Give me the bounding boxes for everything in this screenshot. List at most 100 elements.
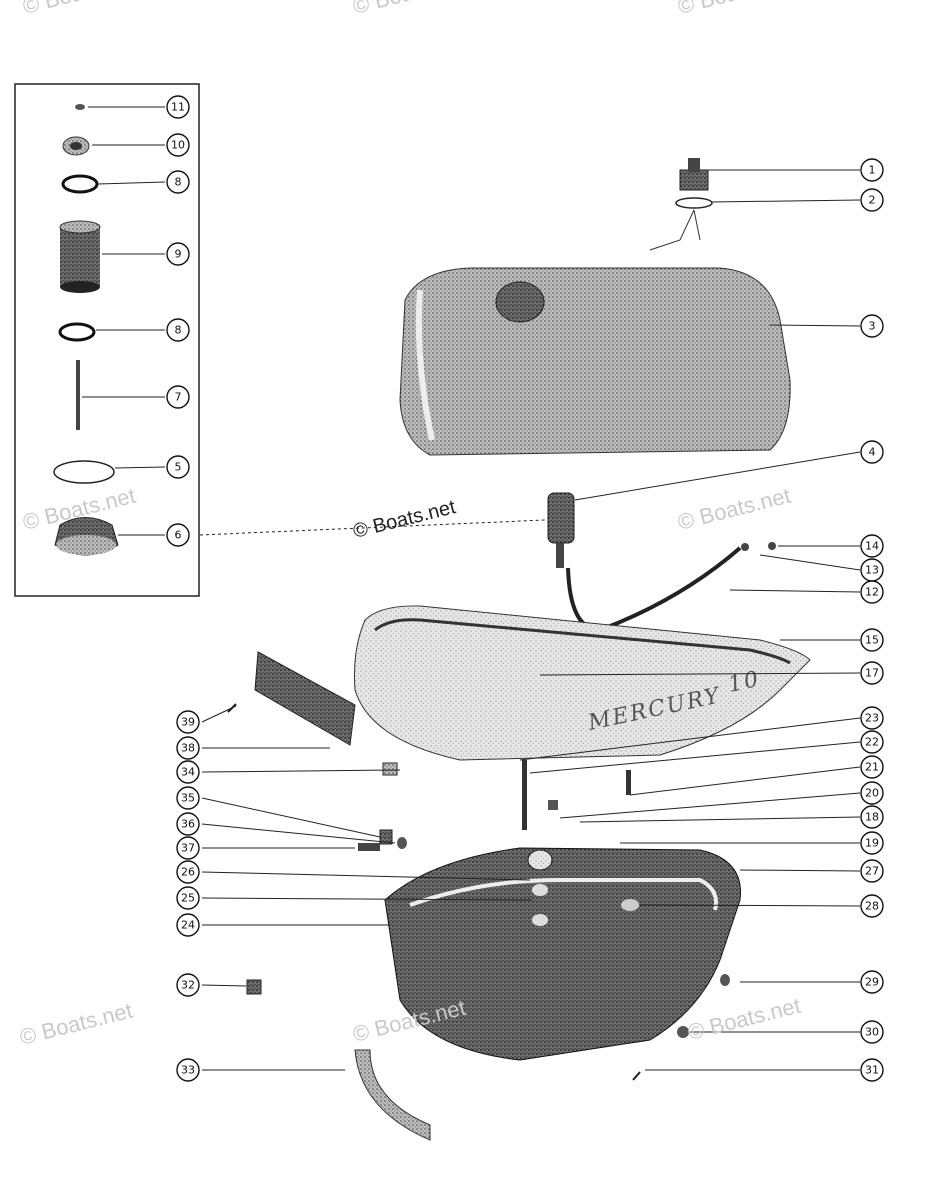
callout-23: 23 <box>860 706 884 730</box>
callout-39: 39 <box>176 710 200 734</box>
callout-1: 1 <box>860 158 884 182</box>
support-rods <box>522 760 631 830</box>
svg-text:24: 24 <box>181 919 195 932</box>
callout-31: 31 <box>860 1058 884 1082</box>
clip-32 <box>246 979 262 995</box>
svg-text:18: 18 <box>865 811 879 824</box>
callout-6: 6 <box>166 523 190 547</box>
watermark-bottom-left: © Boats.net <box>17 998 135 1050</box>
watermark-top-center: © Boats.net <box>350 0 468 19</box>
svg-text:34: 34 <box>181 766 195 779</box>
svg-text:8: 8 <box>175 176 182 189</box>
inset-part-10 <box>62 136 90 156</box>
pin-31 <box>632 1071 641 1081</box>
callout-24: 24 <box>176 913 200 937</box>
leader-lines <box>82 106 861 1071</box>
callout-32: 32 <box>176 973 200 997</box>
svg-text:3: 3 <box>869 320 876 333</box>
callout-15: 15 <box>860 628 884 652</box>
callout-28: 28 <box>860 894 884 918</box>
svg-text:17: 17 <box>865 667 879 680</box>
callout-19: 19 <box>860 831 884 855</box>
svg-text:21: 21 <box>865 761 879 774</box>
svg-text:29: 29 <box>865 976 879 989</box>
svg-text:5: 5 <box>175 461 182 474</box>
callout-35: 35 <box>176 786 200 810</box>
inset-part-11 <box>75 104 85 110</box>
svg-text:4: 4 <box>869 446 876 459</box>
callout-20: 20 <box>860 781 884 805</box>
svg-text:10: 10 <box>171 139 185 152</box>
svg-text:26: 26 <box>181 866 195 879</box>
svg-text:35: 35 <box>181 792 195 805</box>
callout-21: 21 <box>860 755 884 779</box>
svg-text:13: 13 <box>865 564 879 577</box>
callout-22: 22 <box>860 730 884 754</box>
svg-text:8: 8 <box>175 324 182 337</box>
svg-text:20: 20 <box>865 787 879 800</box>
filler-cap <box>679 158 709 191</box>
svg-text:12: 12 <box>865 586 879 599</box>
callout-12: 12 <box>860 580 884 604</box>
callout-13: 13 <box>860 558 884 582</box>
fuel-line-clamp <box>741 542 776 551</box>
svg-text:9: 9 <box>175 248 182 261</box>
svg-text:27: 27 <box>865 865 879 878</box>
bracket-hardware <box>358 762 407 851</box>
callout-14: 14 <box>860 534 884 558</box>
svg-text:38: 38 <box>181 742 195 755</box>
svg-text:15: 15 <box>865 634 879 647</box>
inset-part-5 <box>53 460 115 484</box>
watermark-right: © Boats.net <box>675 483 793 535</box>
callout-34: 34 <box>176 760 200 784</box>
cap-gasket <box>649 197 713 251</box>
svg-text:28: 28 <box>865 900 879 913</box>
callout-17: 17 <box>860 661 884 685</box>
svg-text:32: 32 <box>181 979 195 992</box>
inset-part-8-upper <box>61 174 99 194</box>
callout-2: 2 <box>860 188 884 212</box>
callout-33: 33 <box>176 1058 200 1082</box>
svg-text:25: 25 <box>181 892 195 905</box>
callout-8-upper: 8 <box>166 170 190 194</box>
callout-27: 27 <box>860 859 884 883</box>
decal-plate <box>254 651 356 746</box>
callout-5: 5 <box>166 455 190 479</box>
top-cowl <box>353 605 811 761</box>
svg-text:14: 14 <box>865 540 879 553</box>
callout-37: 37 <box>176 836 200 860</box>
svg-text:11: 11 <box>171 101 185 114</box>
callout-38: 38 <box>176 736 200 760</box>
callout-36: 36 <box>176 812 200 836</box>
svg-text:39: 39 <box>181 716 195 729</box>
svg-text:6: 6 <box>175 529 182 542</box>
callout-26: 26 <box>176 860 200 884</box>
inset-part-7 <box>76 360 80 430</box>
inset-part-6 <box>54 517 119 556</box>
inset-part-9 <box>59 220 101 293</box>
band-33 <box>354 1049 431 1141</box>
inset-part-8-lower <box>58 322 96 342</box>
inset-frame <box>14 83 200 597</box>
callout-18: 18 <box>860 805 884 829</box>
svg-text:33: 33 <box>181 1064 195 1077</box>
screw-29 <box>720 974 730 986</box>
fuel-line <box>566 546 742 633</box>
svg-text:37: 37 <box>181 842 195 855</box>
watermark-top-right: © Boats.net <box>675 0 793 19</box>
callout-10: 10 <box>166 133 190 157</box>
screw-30 <box>677 1026 689 1038</box>
watermark-top-left: © Boats.net <box>20 0 138 19</box>
fuel-tank <box>399 267 791 456</box>
watermark-center: © Boats.net <box>351 496 458 543</box>
lower-cowl <box>384 847 741 1061</box>
svg-text:23: 23 <box>865 712 879 725</box>
callout-30: 30 <box>860 1020 884 1044</box>
svg-text:22: 22 <box>865 736 879 749</box>
callout-4: 4 <box>860 440 884 464</box>
svg-text:30: 30 <box>865 1026 879 1039</box>
svg-text:36: 36 <box>181 818 195 831</box>
svg-text:7: 7 <box>175 391 182 404</box>
watermark-bottom-right: © Boats.net <box>685 993 803 1045</box>
